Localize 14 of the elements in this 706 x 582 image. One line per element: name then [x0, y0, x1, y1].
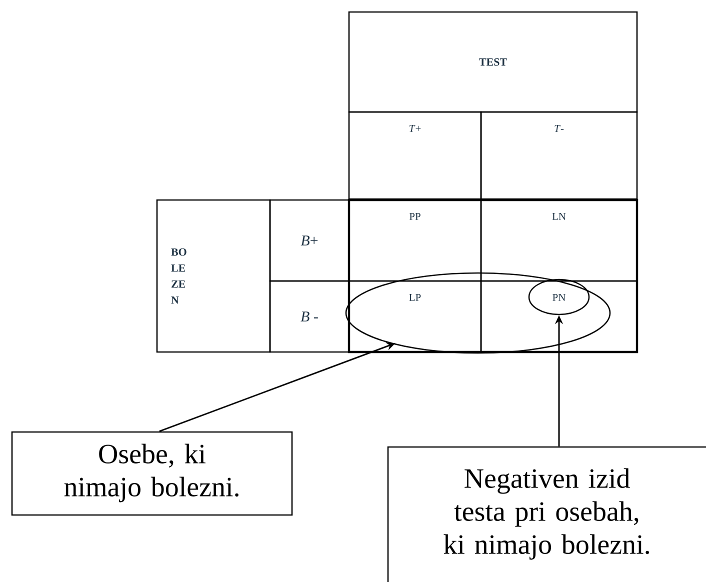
table-cell: T-	[480, 111, 638, 200]
table-cell: TEST	[348, 11, 638, 113]
table-cell: B+	[269, 199, 350, 282]
table-cell: LN	[480, 199, 638, 282]
ellipse-outline	[528, 278, 590, 316]
table-cell: PN	[480, 280, 638, 353]
table-cell: LP	[348, 280, 482, 353]
table-cell: BO LE ZE N	[156, 199, 271, 353]
table-cell: B -	[269, 280, 350, 353]
callout-box: Negativen izid testa pri osebah, ki nimajo bolezni.	[387, 446, 706, 582]
ellipse-outline	[345, 272, 611, 354]
callout-box: Osebe, ki nimajo bolezni.	[11, 431, 293, 516]
label: PP	[409, 212, 420, 220]
table-cell: T+	[348, 111, 482, 200]
